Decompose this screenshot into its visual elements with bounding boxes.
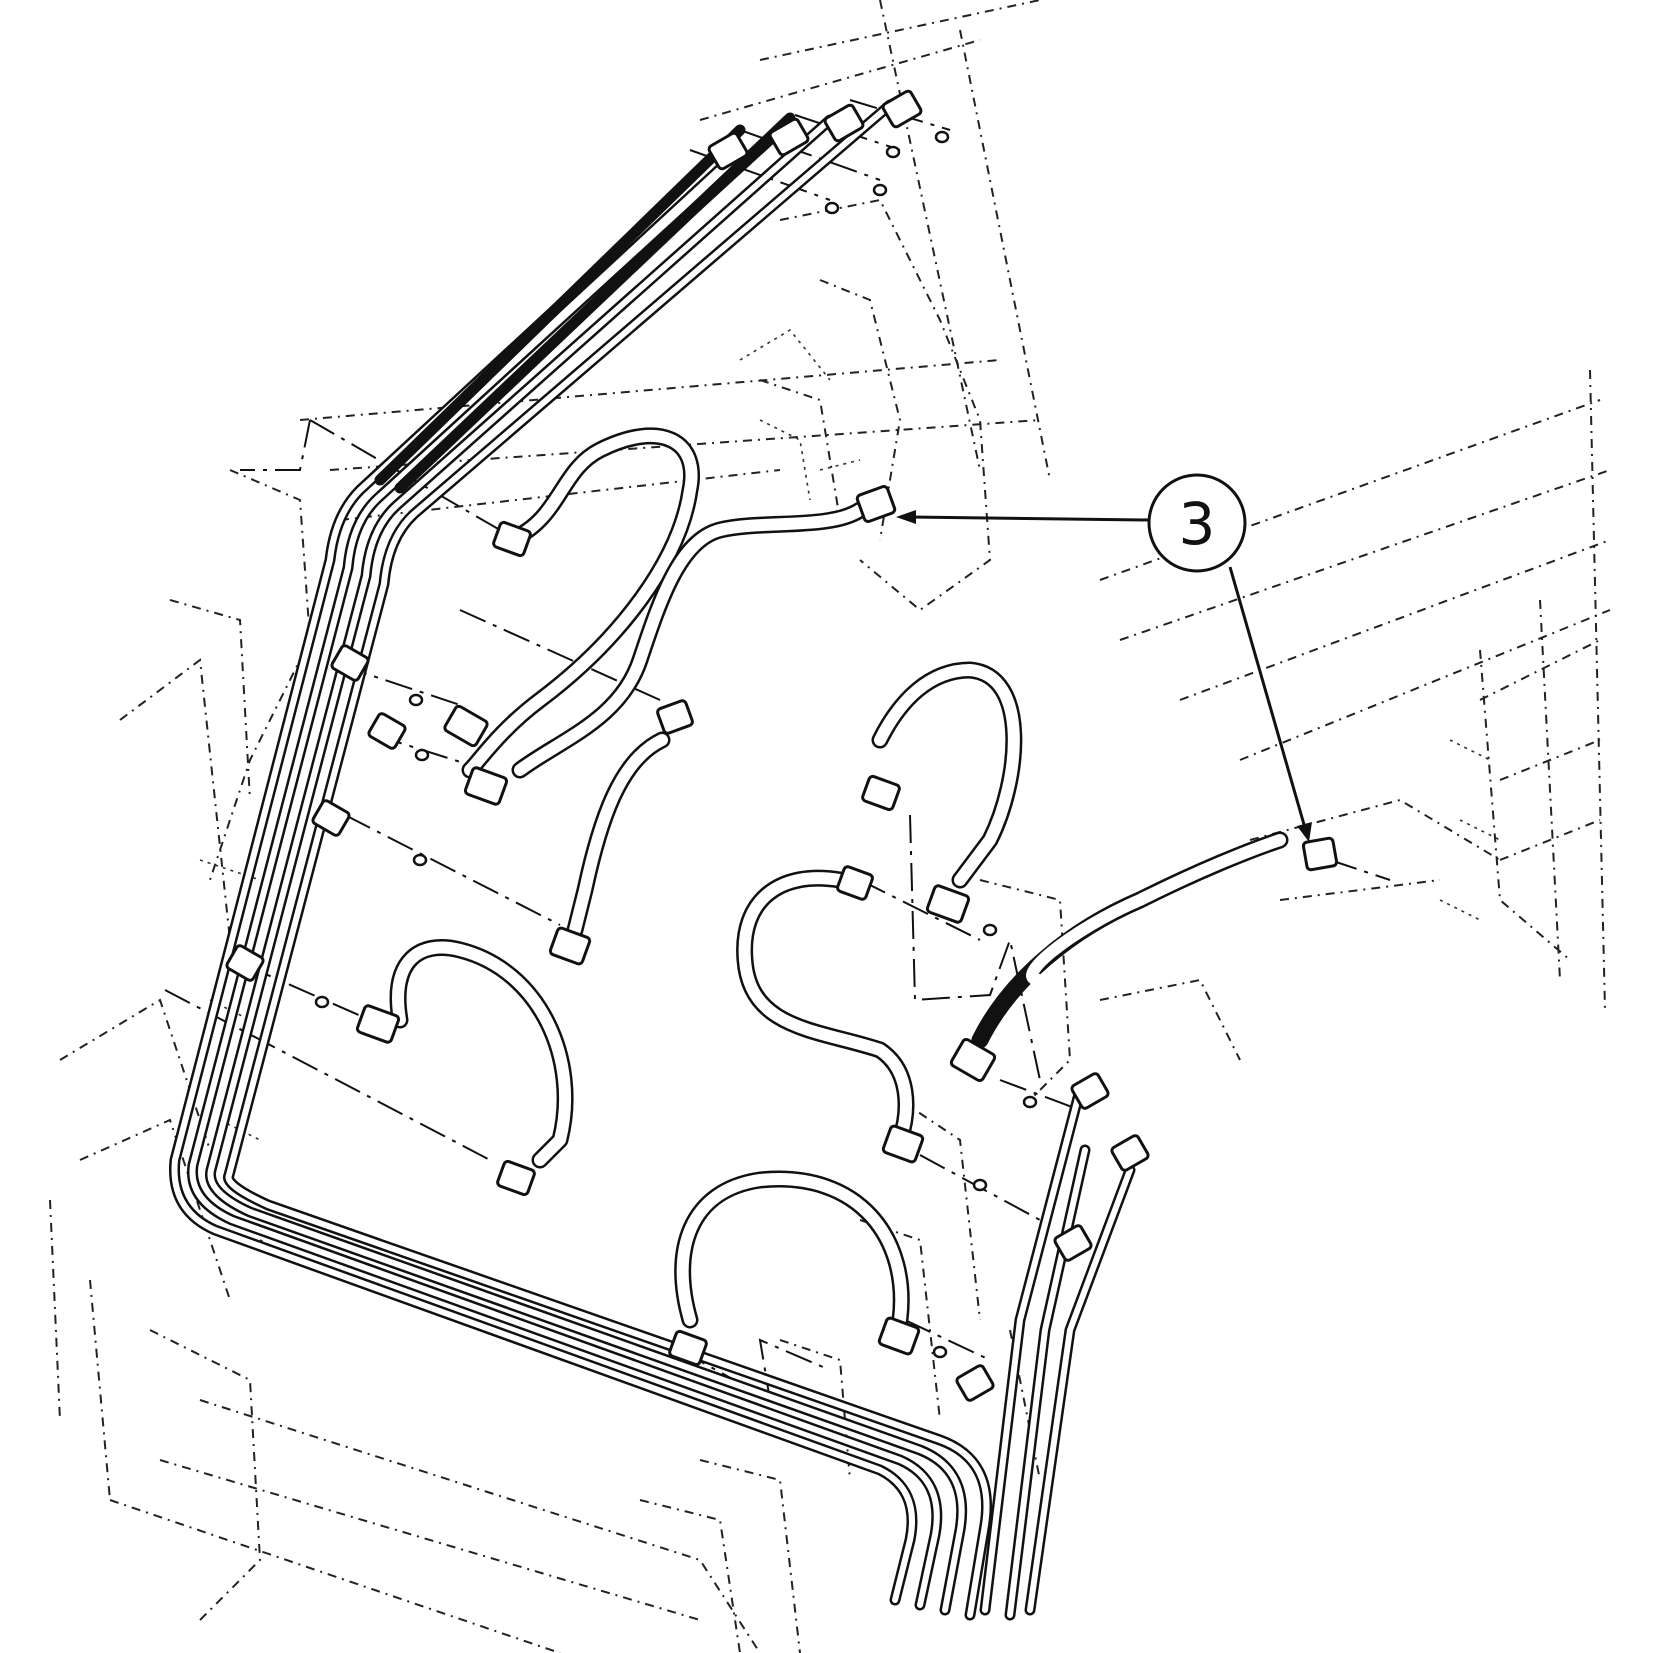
- callout-circle: [1147, 473, 1247, 573]
- callout-arrowhead-lower: [1297, 822, 1312, 842]
- background-structure-phantom: [49, 0, 1611, 1653]
- callout-arrowhead-upper: [896, 510, 916, 524]
- callout-leader-upper: [909, 515, 1149, 522]
- fittings: [225, 89, 1339, 1402]
- o-ring-washers: [314, 130, 1038, 1359]
- rigid-tube-bundle: [169, 99, 1136, 1621]
- flexible-hoses: [389, 427, 1289, 1329]
- assembly-centerlines: [164, 99, 1391, 1402]
- callout-leader-lower: [1228, 566, 1307, 829]
- callout-3: 3: [896, 473, 1312, 842]
- callout-label: 3: [1179, 490, 1216, 558]
